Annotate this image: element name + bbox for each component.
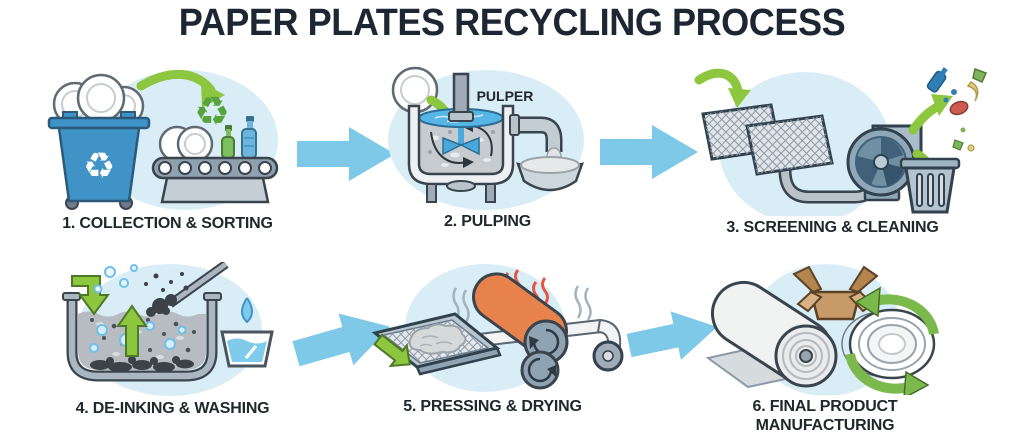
recycle-symbol-icon: ♻ [83,146,115,187]
step-2-illustration: PULPER [388,66,584,210]
pulp-bowl-icon [516,156,584,192]
step-2-pulping: PULPER [355,60,620,232]
mesh-screens-icon [701,103,834,176]
agitator-shaft [458,118,464,144]
recycled-plates-icon [841,308,936,380]
trash-can-icon [899,157,961,214]
cardboard-box-icon [792,265,879,321]
flow-arrow-icon [292,313,391,367]
tank-wall [407,104,515,186]
flow-arrow-icon [297,127,395,181]
step-3-illustration [694,67,988,216]
step-6-final-product: 6. FINAL PRODUCT MANUFACTURING [680,258,970,436]
press-roller-icon [520,350,560,390]
step-6-illustration [705,264,939,395]
sorted-plates-icon [158,125,214,163]
recycling-loop-arrows-icon [845,286,939,395]
step-4-label: 4. DE-INKING & WASHING [75,400,270,417]
flow-arrow-icon [600,125,698,179]
step-2-label: 2. PULPING [444,213,531,230]
contaminants-icon [926,67,988,116]
ink-skimmer-icon [144,262,229,317]
step-6-label: 6. FINAL PRODUCT MANUFACTURING [752,398,898,434]
step-5-label: 5. PRESSING & DRYING [403,398,582,415]
paper-plates-stack-icon [52,73,145,127]
ink-dots [90,318,196,353]
mesh-tray-icon [371,312,502,376]
step-1-collection-sorting: ♻ ♻ [25,62,310,234]
pulper-tank-icon [407,72,515,203]
step-4-illustration [62,262,274,396]
step-5-illustration [371,264,624,392]
green-arrow-icon [373,333,411,368]
pulper-label: PULPER [477,88,534,104]
recycling-bin-icon: ♻ [47,111,151,210]
water-droplet-icon [241,297,253,324]
ink-bubbles-icon [93,264,138,294]
step-3-label: 3. SCREENING & CLEANING [726,219,939,236]
step-4-deinking-washing: 4. DE-INKING & WASHING [30,262,315,419]
paper-roll-icon [705,280,838,389]
flow-arrow-icon [626,311,718,360]
green-arrow-icon [694,68,751,108]
step-5-pressing-drying: 5. PRESSING & DRYING [350,262,635,417]
step-1-label: 1. COLLECTION & SORTING [62,215,273,232]
green-arrow-icon [136,69,225,108]
step-1-illustration: ♻ ♻ [47,69,279,210]
clean-water-cup-icon [220,330,274,368]
heated-roller-icon [472,272,569,365]
conveyor-belt-icon [151,156,279,204]
falling-debris [952,127,975,152]
step-3-screening-cleaning: 3. SCREENING & CLEANING [675,60,990,238]
pulp-sheet [408,323,467,355]
paper-plate-icon [391,66,439,114]
green-arrow-icon [116,304,148,357]
steam-icon [452,285,592,323]
sludge [90,356,194,372]
page-title: PAPER PLATES RECYCLING PROCESS [178,2,846,44]
washing-tank-icon [62,292,222,382]
